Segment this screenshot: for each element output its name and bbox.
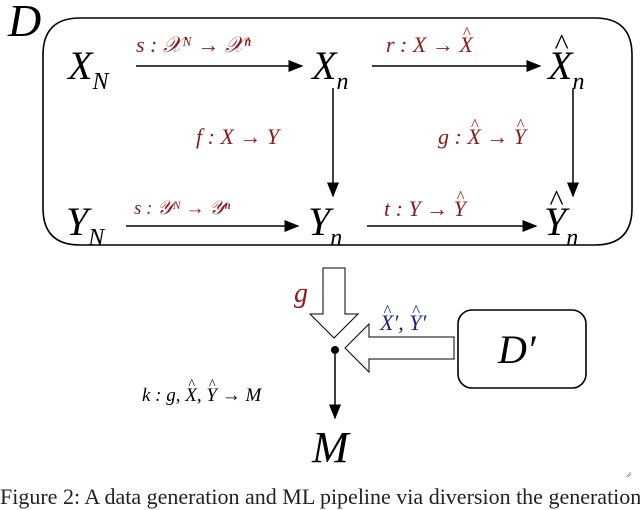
label-s-y-text: s : 𝒴ᴺ → 𝒴ⁿ [134,198,231,219]
node-x-n-sub: n [336,69,349,95]
label-t-pre: t : Y → [384,196,454,221]
hollow-arrow-g [308,267,360,339]
node-yhat-n: Yn [544,202,579,251]
label-g-hat2: Y [514,126,526,148]
label-k-hat2: Y [206,386,217,405]
label-k-post: → M [216,385,262,406]
node-xhat-n: Xn [548,46,585,95]
label-dprime-sep: ′, [393,310,410,335]
label-g-hat1: X [467,126,480,148]
label-s-x-text: s : 𝒳ᴺ → 𝒳ⁿ [136,32,251,57]
node-x-N-base: X [68,43,93,88]
label-r-hat: X [459,34,472,56]
node-x-n-base: X [312,43,337,88]
dprime-box [457,309,587,389]
outer-box-label-text: D [8,0,42,46]
node-yhat-n-base: Y [544,202,566,242]
label-dprime-hat2: Y [409,312,421,334]
hollow-arrow-dprime [344,322,455,374]
diagram-lines [42,17,633,478]
label-r: r : X → X [386,34,473,56]
label-g: g : X → Y [438,126,526,148]
node-x-N-sub: N [92,69,109,95]
node-y-n-base: Y [308,199,331,244]
label-g-mid: → [480,124,514,149]
label-k-hat1: X [185,386,197,405]
node-x-n: Xn [312,43,349,95]
label-k: k : g, X, Y → M [142,386,261,405]
label-dprime-hat1: X [380,312,393,334]
node-dprime: D′ [498,330,536,370]
label-g-input-text: g [294,278,308,309]
node-xhat-n-sub: n [572,69,585,95]
node-yhat-n-sub: n [566,225,579,251]
label-dprime-suffix: ′ [421,310,427,335]
label-r-pre: r : X → [386,32,460,57]
label-k-pre: k : g, [142,385,186,406]
node-y-n: Yn [308,199,343,251]
label-s-y: s : 𝒴ᴺ → 𝒴ⁿ [134,199,230,218]
node-y-N-sub: N [88,225,105,251]
node-y-n-sub: n [330,225,343,251]
label-g-input: g [294,280,308,308]
label-k-sep: , [196,385,207,406]
label-f-text: f : X → Y [196,124,280,149]
label-f: f : X → Y [196,126,279,148]
junction-dot [331,346,339,354]
label-dprime-input: X′, Y′ [380,312,426,334]
label-t: t : Y → Y [384,198,466,220]
node-y-N-base: Y [66,199,89,244]
outer-box-d-border [42,17,633,246]
node-y-N: YN [66,199,105,251]
node-dprime-text: D′ [498,327,536,372]
node-xhat-n-base: X [548,46,572,86]
figure-caption: Figure 2: A data generation and ML pipel… [0,484,640,509]
node-m: M [312,426,349,470]
label-s-x: s : 𝒳ᴺ → 𝒳ⁿ [136,34,251,56]
node-m-text: M [312,423,349,472]
outer-box-label: D [8,0,41,44]
node-x-N: XN [68,43,109,95]
resize-grip-icon [625,471,632,478]
label-t-hat: Y [454,198,466,220]
label-g-pre: g : [438,124,468,149]
